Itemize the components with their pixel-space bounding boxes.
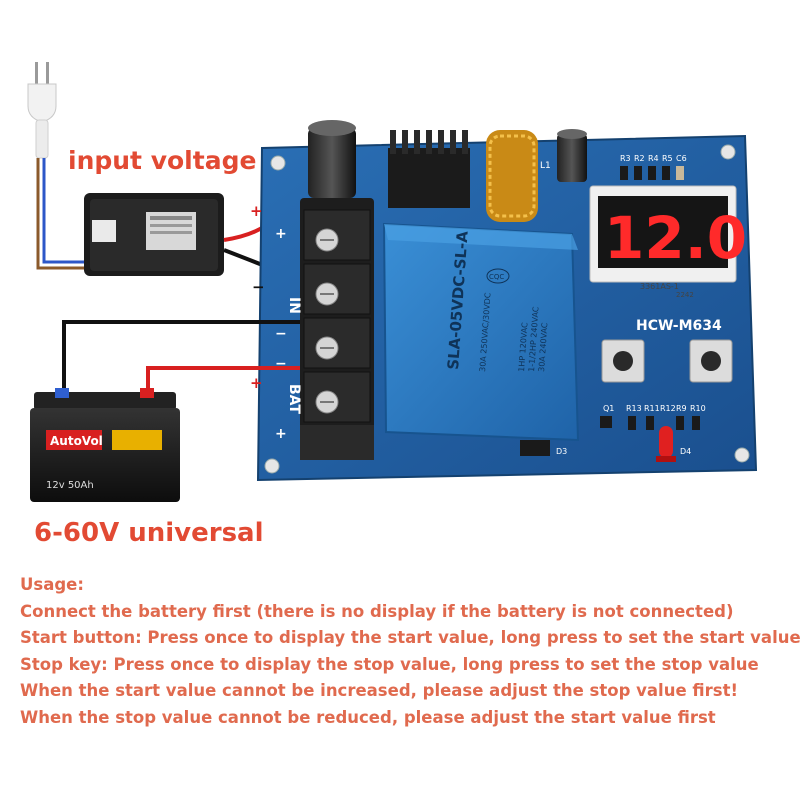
relay: SLA-05VDC-SL-A 30A 250VAC/30VDC 1HP 120V… — [382, 222, 580, 442]
svg-text:R13: R13 — [626, 404, 642, 413]
board-model: HCW-M634 — [636, 318, 722, 334]
svg-text:R9: R9 — [676, 404, 687, 413]
power-adapter — [84, 193, 224, 276]
in-minus-label: − — [275, 326, 287, 342]
battery-brand: AutoVol — [50, 434, 103, 448]
usage-line-5: When the stop value cannot be reduced, p… — [20, 707, 716, 727]
usage-instructions: Usage: Connect the battery first (there … — [20, 572, 800, 731]
inductor-coil: L1 — [486, 130, 551, 222]
svg-text:D3: D3 — [556, 447, 567, 456]
heatsink — [388, 130, 470, 208]
usage-line-3: Stop key: Press once to display the stop… — [20, 654, 759, 674]
usage-title: Usage: — [20, 575, 84, 594]
bat-label: BAT — [286, 384, 302, 414]
display-code-2: 2242 — [676, 291, 694, 299]
in-label: IN — [286, 297, 302, 314]
svg-text:R12: R12 — [660, 404, 676, 413]
seven-segment-display: 12.0 3361AS-1 2242 — [589, 185, 747, 299]
display-code: 3361AS-1 — [640, 282, 679, 291]
usage-line-2: Start button: Press once to display the … — [20, 628, 800, 647]
usage-line-1: Connect the battery first (there is no d… — [20, 601, 734, 621]
bat-plus-label: + — [275, 426, 287, 442]
relay-spec-2: 1HP 120VAC — [517, 322, 529, 373]
svg-text:R4: R4 — [648, 154, 659, 163]
input-minus-marker: − — [252, 278, 265, 296]
svg-text:D4: D4 — [680, 447, 691, 456]
status-led — [656, 426, 676, 462]
stop-button — [689, 339, 733, 383]
svg-text:R2: R2 — [634, 154, 645, 163]
car-battery: AutoVol 12v 50Ah — [30, 388, 180, 502]
capacitors — [308, 120, 587, 198]
screw-terminal-block — [300, 198, 374, 460]
svg-text:R11: R11 — [644, 404, 660, 413]
in-plus-label: + — [275, 226, 287, 242]
start-button — [601, 339, 645, 383]
battery-plus-marker: + — [250, 374, 263, 392]
svg-text:R5: R5 — [662, 154, 673, 163]
relay-cert: CQC — [489, 273, 504, 281]
usage-line-4: When the start value cannot be increased… — [20, 681, 738, 700]
bat-minus-label: − — [275, 356, 287, 372]
svg-text:R3: R3 — [620, 154, 631, 163]
svg-text:Q1: Q1 — [603, 404, 614, 413]
battery-spec: 12v 50Ah — [46, 480, 94, 491]
resistors — [520, 166, 700, 456]
voltage-range-label: 6-60V universal — [34, 518, 264, 548]
display-reading: 12.0 — [604, 204, 747, 272]
input-voltage-label: input voltage — [68, 146, 257, 175]
inductor-label: L1 — [540, 161, 551, 171]
component-labels: R3 R2 R4 R5 C6 Q1 R13 R11 R12 R9 R10 D4 … — [556, 154, 706, 456]
terminal-markings: + IN − − BAT + — [275, 226, 302, 442]
svg-text:R10: R10 — [690, 404, 706, 413]
svg-text:C6: C6 — [676, 154, 687, 163]
input-plus-marker: + — [250, 202, 263, 220]
power-plug — [27, 62, 57, 159]
relay-spec-4: 30A 240VAC — [537, 322, 549, 372]
